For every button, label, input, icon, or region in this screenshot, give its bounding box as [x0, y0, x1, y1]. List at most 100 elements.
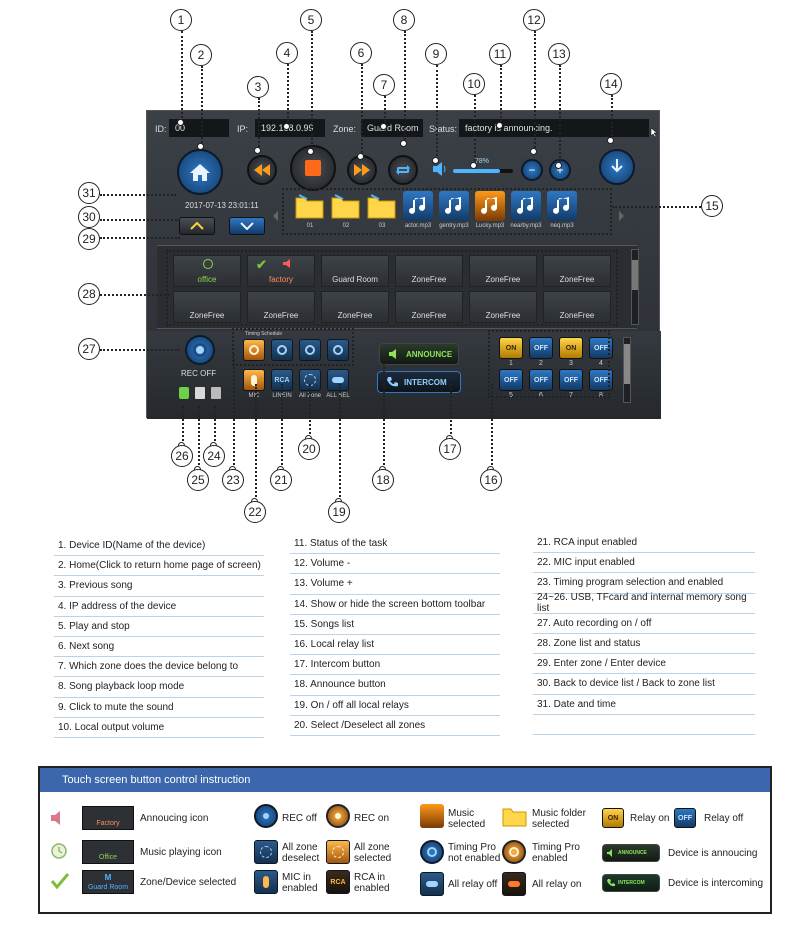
- relay-scrollbar[interactable]: [623, 337, 631, 403]
- callout-marker: 3: [247, 76, 269, 98]
- zone-tile[interactable]: factory✔: [247, 255, 315, 287]
- next-song-button[interactable]: [347, 155, 377, 185]
- toolbar-toggle-button[interactable]: [599, 149, 635, 185]
- zone-tile[interactable]: ZoneFree: [321, 291, 389, 323]
- callout-marker: 9: [425, 43, 447, 65]
- relay-button[interactable]: OFF: [589, 337, 613, 359]
- callout-leader-line: [491, 384, 493, 469]
- zone-tile[interactable]: ZoneFree: [395, 255, 463, 287]
- all-relay-icon: [332, 377, 344, 383]
- mic-button[interactable]: [243, 369, 265, 391]
- chevron-left-icon[interactable]: [273, 211, 279, 221]
- ip-label: IP:: [237, 124, 249, 134]
- chevron-right-icon[interactable]: [619, 211, 625, 221]
- plus-icon: +: [556, 163, 564, 177]
- relay-button[interactable]: OFF: [529, 369, 553, 391]
- zone-tile[interactable]: ZoneFree: [543, 255, 611, 287]
- relay-button[interactable]: OFF: [589, 369, 613, 391]
- timing-1-button[interactable]: [243, 339, 265, 361]
- relay-on-icon: ON: [602, 808, 624, 828]
- zone-selected-tile: M Guard Room: [82, 870, 134, 894]
- legend-item: 12. Volume -: [290, 554, 500, 575]
- callout-marker: 22: [244, 501, 266, 523]
- all-relay-on-icon: [502, 872, 526, 896]
- intercom-pill-phone-icon: [607, 879, 615, 887]
- zone-tile[interactable]: Guard Room: [321, 255, 389, 287]
- zone-tile[interactable]: ZoneFree: [469, 255, 537, 287]
- date-time: 2017-07-13 23:01:11: [185, 201, 259, 210]
- relay-button[interactable]: OFF: [559, 369, 583, 391]
- callout-leader-line: [287, 64, 289, 126]
- volume-slider[interactable]: [453, 169, 513, 173]
- usb-icon[interactable]: [179, 387, 189, 399]
- zone-tile[interactable]: ZoneFree: [469, 291, 537, 323]
- song-item[interactable]: [511, 191, 541, 221]
- volume-down-button[interactable]: −: [521, 159, 543, 181]
- tfcard-icon[interactable]: [195, 387, 205, 399]
- relay-button[interactable]: OFF: [529, 337, 553, 359]
- loop-mode-button[interactable]: [388, 155, 418, 185]
- play-stop-button[interactable]: [290, 145, 336, 191]
- zone-tile[interactable]: ZoneFree: [173, 291, 241, 323]
- callout-marker: 7: [373, 74, 395, 96]
- folder-icon: [331, 194, 360, 219]
- intercom-button[interactable]: INTERCOM: [377, 371, 461, 393]
- device-intercoming-label: Device is intercoming: [668, 878, 764, 889]
- enter-button[interactable]: [229, 217, 265, 235]
- home-button[interactable]: [177, 149, 223, 195]
- music-selected-icon: [420, 804, 444, 828]
- song-item[interactable]: [475, 191, 505, 221]
- folder-item[interactable]: [367, 193, 397, 219]
- callout-marker: 23: [222, 469, 244, 491]
- music-playing-tile: Office: [82, 840, 134, 864]
- previous-song-button[interactable]: [247, 155, 277, 185]
- volume-slider-fill: [453, 169, 500, 173]
- callout-marker: 13: [548, 43, 570, 65]
- timing-4-button[interactable]: [327, 339, 349, 361]
- legend-item: 7. Which zone does the device belong to: [54, 657, 264, 678]
- zone-scrollbar-thumb[interactable]: [632, 260, 638, 290]
- relay-off-icon: OFF: [674, 808, 696, 828]
- song-item[interactable]: [547, 191, 577, 221]
- song-item[interactable]: [439, 191, 469, 221]
- relay-button[interactable]: ON: [559, 337, 583, 359]
- zone-tile[interactable]: ZoneFree: [543, 291, 611, 323]
- legend-item: 21. RCA input enabled: [533, 533, 755, 554]
- song-item[interactable]: [403, 191, 433, 221]
- zone-tile[interactable]: office: [173, 255, 241, 287]
- callout-marker: 16: [480, 469, 502, 491]
- check-icon: [50, 873, 70, 890]
- speaker-icon[interactable]: [431, 161, 447, 177]
- zone-name: Guard Room: [332, 275, 378, 284]
- callout-marker: 25: [187, 469, 209, 491]
- zone-tile-m: M: [104, 873, 112, 882]
- zone-tile[interactable]: ZoneFree: [247, 291, 315, 323]
- callout-leader-line: [361, 64, 363, 156]
- relay-button[interactable]: ON: [499, 337, 523, 359]
- announce-button[interactable]: ANNOUNCE: [379, 343, 459, 365]
- all-relay-button[interactable]: [327, 369, 349, 391]
- relay-number: 2: [539, 360, 543, 367]
- internal-memory-icon[interactable]: [211, 387, 221, 399]
- ip-field: 192.168.0.99: [255, 119, 325, 137]
- zone-selected-label: Zone/Device selected: [140, 877, 237, 888]
- zone-tile[interactable]: ZoneFree: [395, 291, 463, 323]
- timing-3-button[interactable]: [299, 339, 321, 361]
- rec-button[interactable]: [185, 335, 215, 365]
- folder-item[interactable]: [331, 193, 361, 219]
- zone-name: ZoneFree: [411, 275, 447, 284]
- relay-button[interactable]: OFF: [499, 369, 523, 391]
- announcing-speaker-icon: [282, 258, 294, 271]
- all-zone-deselect-icon: [254, 840, 278, 864]
- zone-scrollbar[interactable]: [631, 249, 639, 325]
- relay-scrollbar-thumb[interactable]: [624, 344, 630, 384]
- song-label: gentry.mp3: [439, 223, 469, 229]
- rec-label: REC OFF: [181, 369, 217, 378]
- zone-name: factory: [268, 275, 293, 284]
- folder-item[interactable]: [295, 193, 325, 219]
- timing-2-button[interactable]: [271, 339, 293, 361]
- callout-leader-line: [100, 219, 180, 221]
- timing-enabled-icon: [502, 840, 526, 864]
- back-button[interactable]: [179, 217, 215, 235]
- legend-item: 20. Select /Deselect all zones: [290, 716, 500, 736]
